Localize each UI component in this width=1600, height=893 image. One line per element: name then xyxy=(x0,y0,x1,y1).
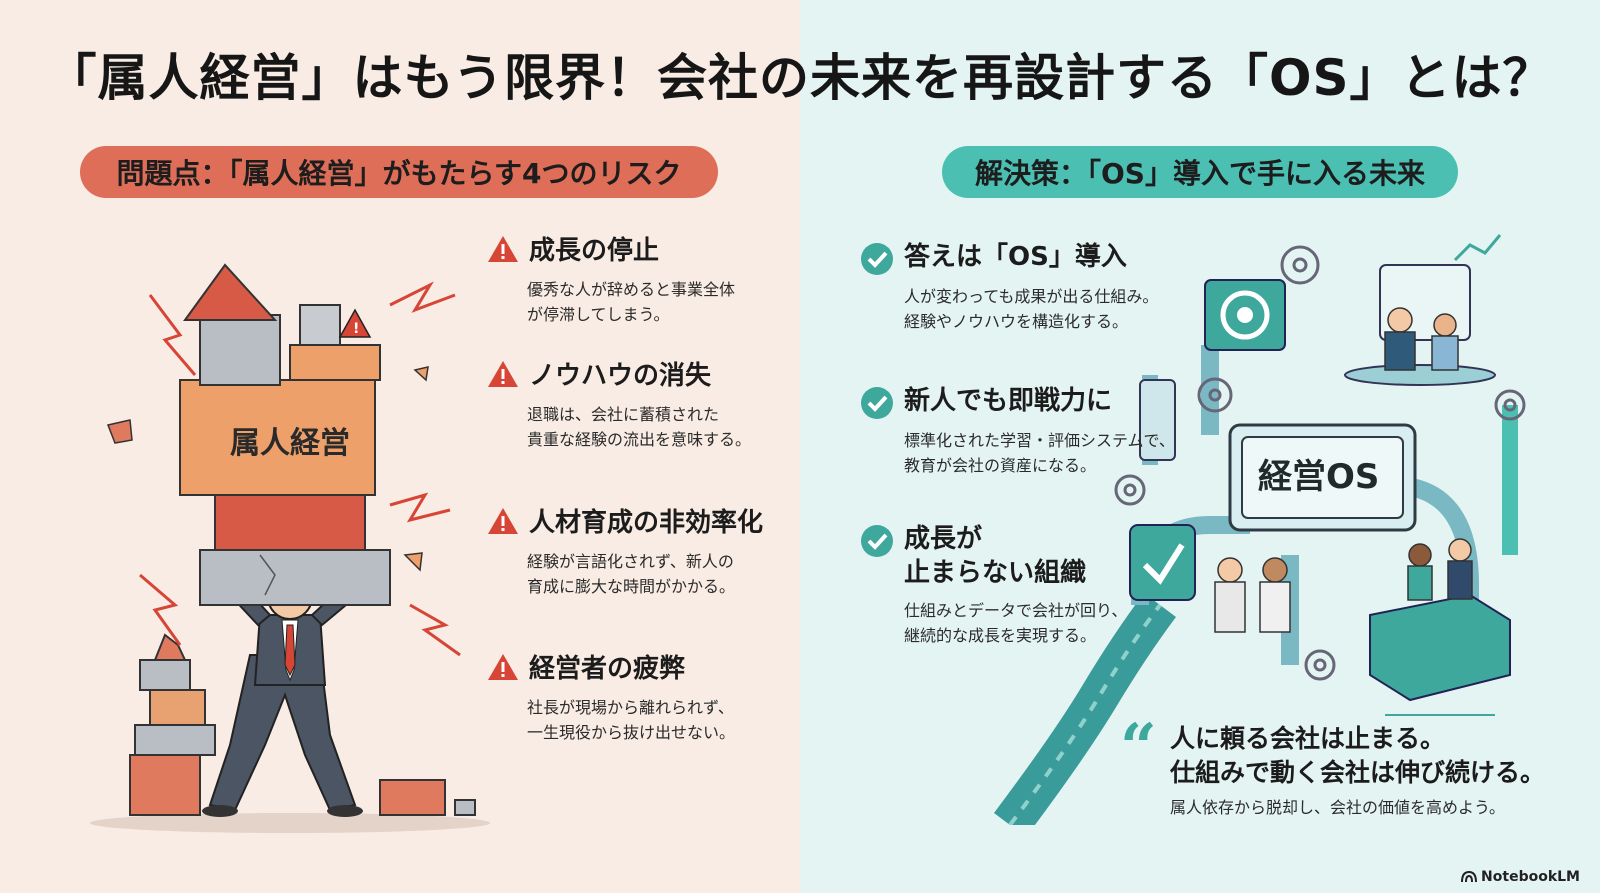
notebooklm-logo-icon xyxy=(1461,871,1478,883)
warning-icon xyxy=(488,235,518,262)
page-title: 「属人経営」はもう限界！会社の未来を再設計する「OS」とは？ xyxy=(46,49,1554,107)
quote-line-2: 仕組みで動く会社は伸び続ける。 xyxy=(1170,758,1546,787)
risk-description: 経験が言語化されず、新人の 育成に膨大な時間がかかる。 xyxy=(527,552,736,596)
solution-title: 新人でも即戦力に xyxy=(904,386,1113,416)
warning-icon xyxy=(488,653,518,680)
quote-icon: “ xyxy=(1120,710,1157,785)
box-label-zokujin: 属人経営 xyxy=(230,426,350,461)
check-circle-icon xyxy=(861,243,893,275)
business-os-illustration: 経営OS xyxy=(993,234,1526,825)
closing-quote: “ 人に頼る会社は止まる。 仕組みで動く会社は伸び続ける。 属人依存から脱却し、… xyxy=(1120,716,1560,818)
solution-heading: 解決策：「OS」導入で手に入る未来 xyxy=(942,146,1458,198)
gear-icon xyxy=(1114,245,1526,681)
solution-description: 標準化された学習・評価システムで、 教育が会社の資産になる。 xyxy=(904,431,1175,475)
risk-item: ノウハウの消失 退職は、会社に蓄積された 貴重な経験の流出を意味する。 xyxy=(487,355,787,452)
risk-description: 退職は、会社に蓄積された 貴重な経験の流出を意味する。 xyxy=(527,405,752,449)
check-circle-icon xyxy=(861,387,893,419)
risk-description: 優秀な人が辞めると事業全体 が停滞してしまう。 xyxy=(527,280,736,324)
brand-watermark: NotebookLM xyxy=(1461,869,1580,885)
solution-description: 人が変わっても成果が出る仕組み。 経験やノウハウを構造化する。 xyxy=(904,287,1159,331)
collapsing-tower-illustration: 属人経営 ! xyxy=(90,263,490,833)
risk-description: 社長が現場から離れられず、 一生現役から抜け出せない。 xyxy=(527,698,736,742)
svg-text:!: ! xyxy=(353,321,359,337)
problem-heading: 問題点：「属人経営」がもたらす4つのリスク xyxy=(80,146,718,198)
warning-icon xyxy=(488,507,518,534)
risk-title: 人材育成の非効率化 xyxy=(529,508,764,538)
check-circle-icon xyxy=(861,525,893,557)
warning-icon xyxy=(488,360,518,387)
quote-line-1: 人に頼る会社は止まる。 xyxy=(1170,724,1446,753)
risk-item: 経営者の疲弊 社長が現場から離れられず、 一生現役から抜け出せない。 xyxy=(487,648,787,745)
risk-title: 成長の停止 xyxy=(529,236,660,266)
risk-title: 経営者の疲弊 xyxy=(529,654,686,684)
solution-title: 答えは「OS」導入 xyxy=(904,242,1127,272)
quote-subtext: 属人依存から脱却し、会社の価値を高めよう。 xyxy=(1170,798,1506,817)
os-label: 経営OS xyxy=(1258,457,1379,497)
solution-description: 仕組みとデータで会社が回り、 継続的な成長を実現する。 xyxy=(904,601,1128,645)
risk-item: 人材育成の非効率化 経験が言語化されず、新人の 育成に膨大な時間がかかる。 xyxy=(487,502,787,599)
solution-item: 答えは「OS」導入 人が変わっても成果が出る仕組み。 経験やノウハウを構造化する… xyxy=(860,240,1180,334)
solution-item: 成長が 止まらない組織 仕組みとデータで会社が回り、 継続的な成長を実現する。 xyxy=(860,522,1180,648)
brand-name: NotebookLM xyxy=(1481,869,1580,885)
solution-item: 新人でも即戦力に 標準化された学習・評価システムで、 教育が会社の資産になる。 xyxy=(860,384,1180,478)
solution-title: 成長が 止まらない組織 xyxy=(904,524,1087,588)
risk-title: ノウハウの消失 xyxy=(529,361,712,391)
risk-item: 成長の停止 優秀な人が辞めると事業全体 が停滞してしまう。 xyxy=(487,230,787,327)
